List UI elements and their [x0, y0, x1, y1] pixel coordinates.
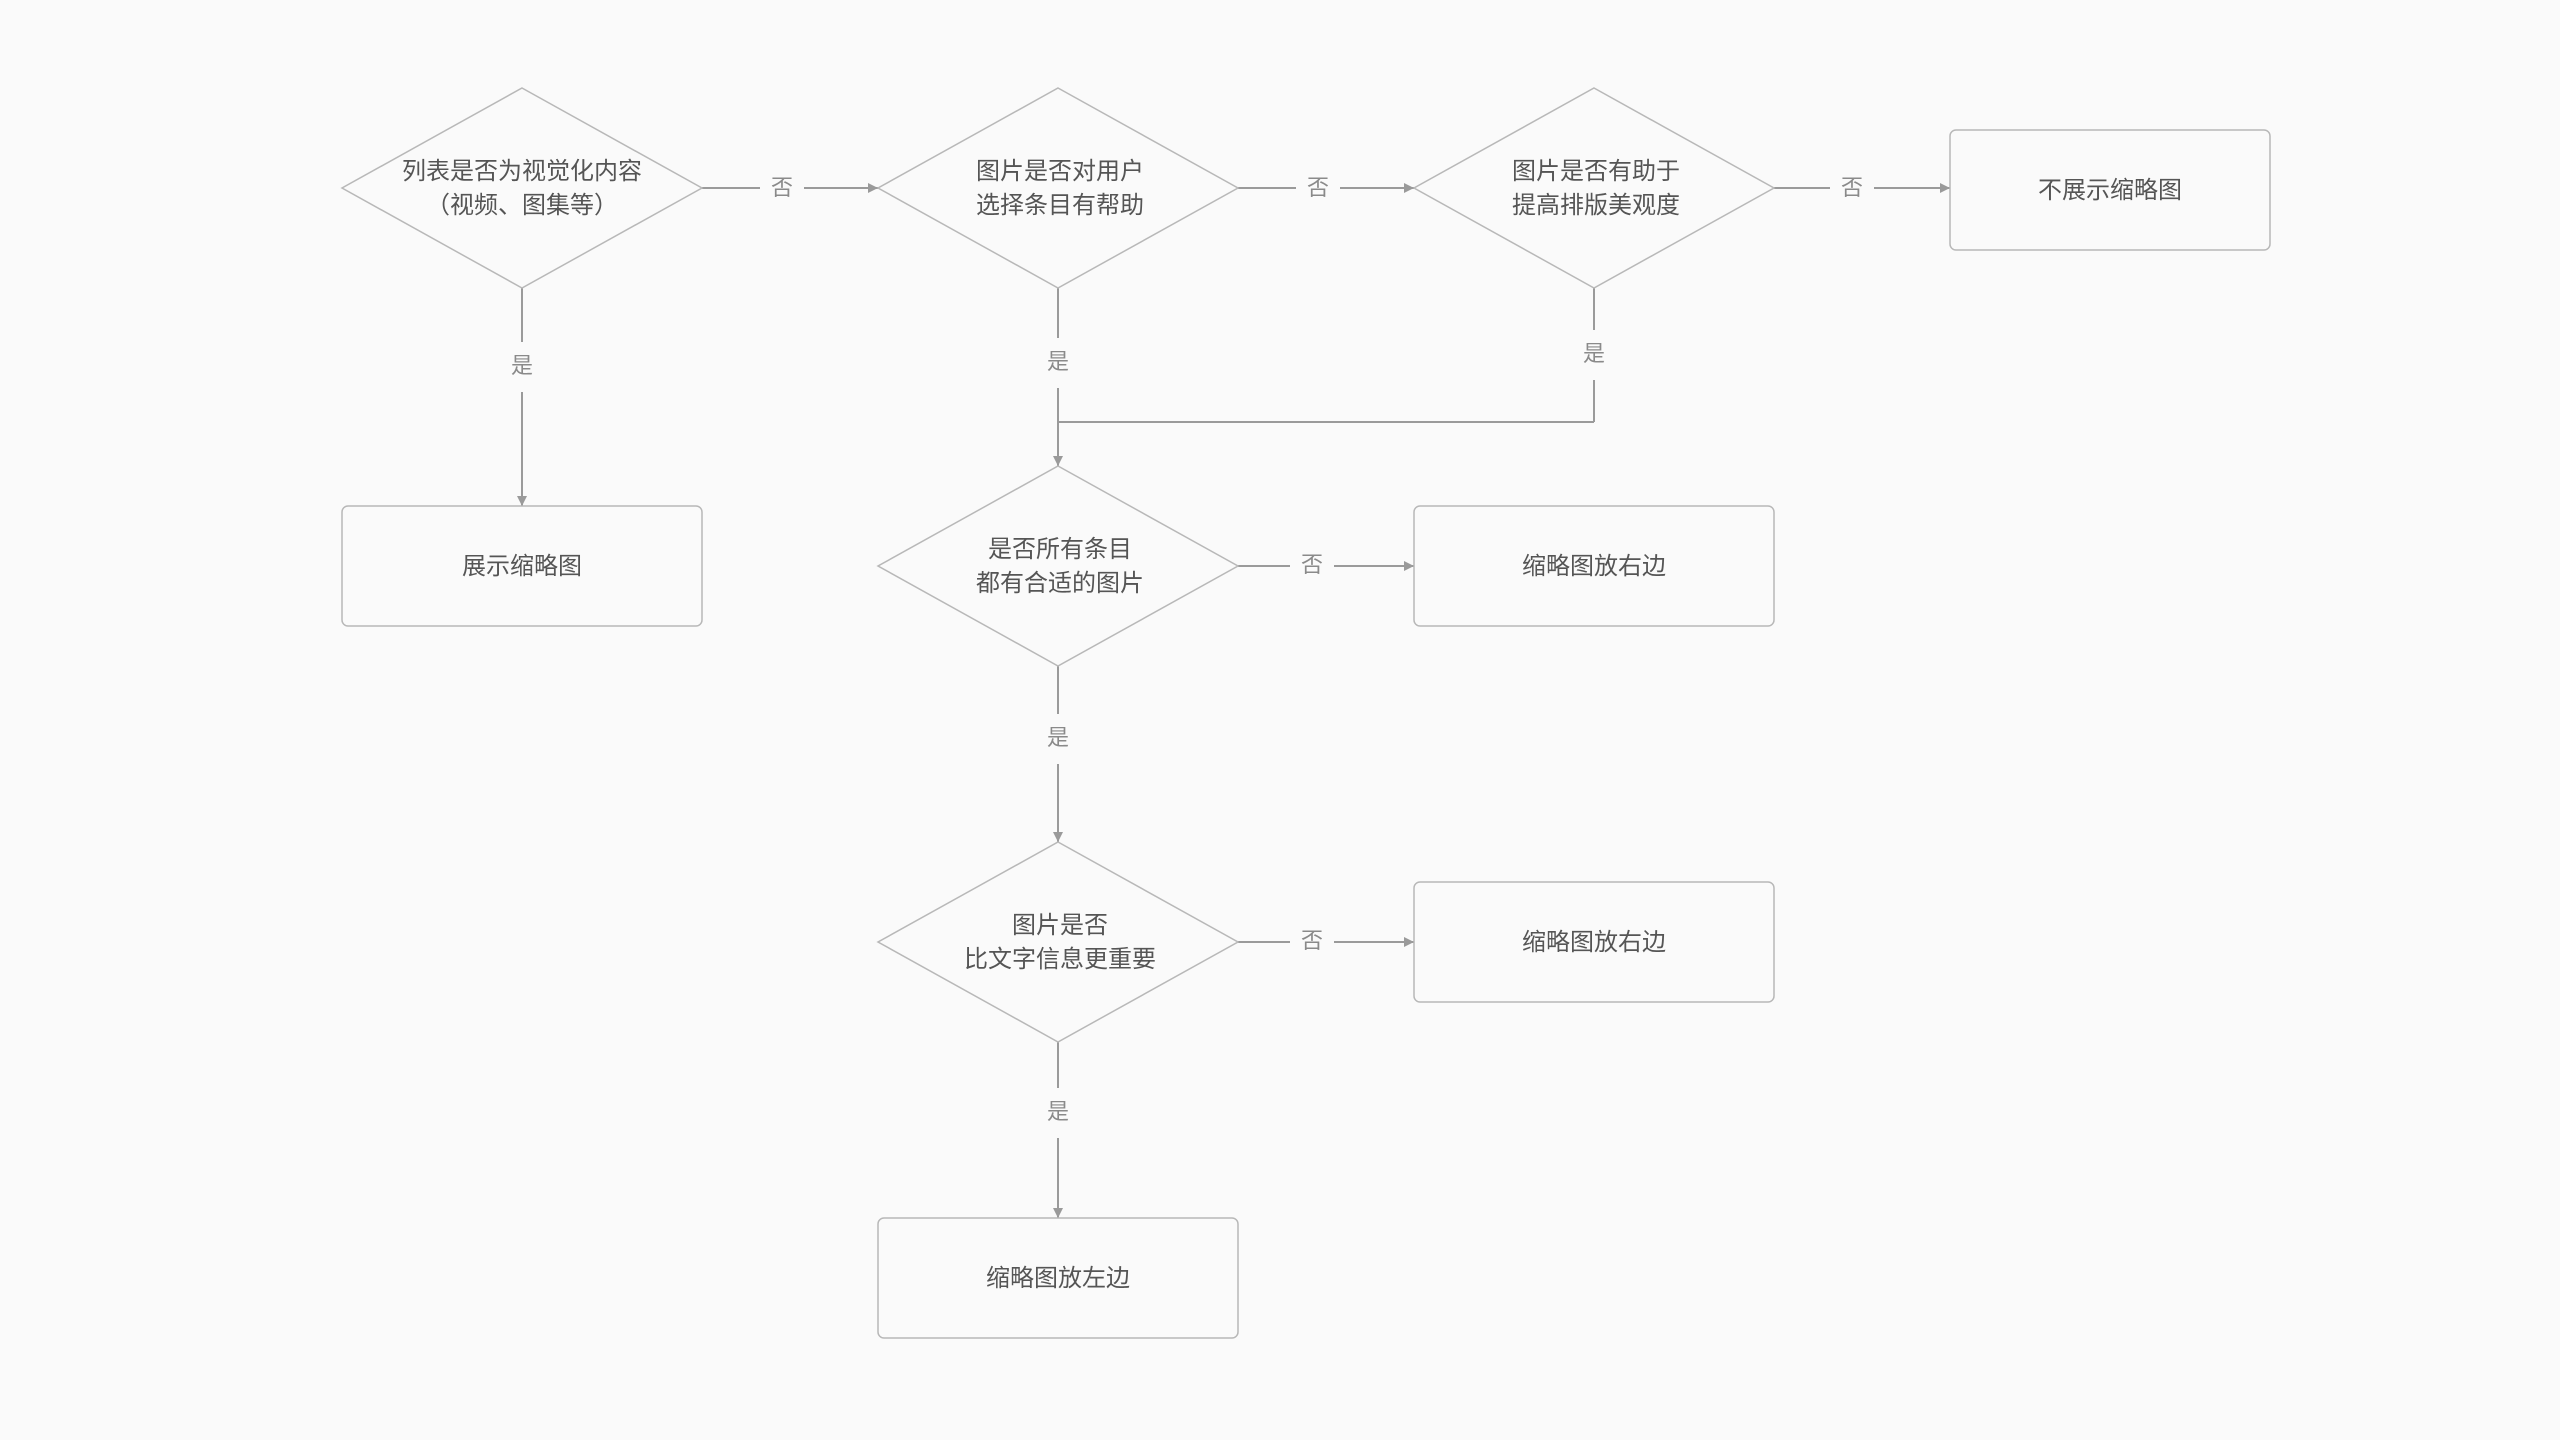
edge-label-yes: 是: [1582, 342, 1605, 367]
edge-label-no: 否: [770, 176, 793, 201]
decision-image-helps-selection-shape: [876, 87, 1240, 289]
result-thumbnail-right-shape: [1413, 505, 1775, 627]
edge-label-no: 否: [1300, 553, 1323, 578]
edge-label-no: 否: [1300, 929, 1323, 954]
result-no-thumbnail-shape: [1949, 129, 2271, 251]
result-thumbnail-right-shape: [1413, 881, 1775, 1003]
result-thumbnail-right-label: 缩略图放右边: [1522, 928, 1666, 956]
decision-image-helps-selection-label: 图片是否对用户 选择条目有帮助: [976, 157, 1144, 219]
edge-label-yes: 是: [1046, 1100, 1069, 1125]
result-thumbnail-right-label: 缩略图放右边: [1522, 552, 1666, 580]
decision-all-items-have-image-label: 是否所有条目 都有合适的图片: [976, 535, 1144, 597]
decision-image-more-important-label: 图片是否 比文字信息更重要: [964, 911, 1156, 973]
result-thumbnail-left-shape: [877, 1217, 1239, 1339]
edge-label-yes: 是: [1046, 350, 1069, 375]
edge-label-no: 否: [1840, 176, 1863, 201]
decision-visual-content-shape: [340, 87, 704, 289]
result-show-thumbnail-label: 展示缩略图: [462, 552, 582, 580]
decision-visual-content-label: 列表是否为视觉化内容 （视频、图集等）: [402, 157, 642, 219]
edge-label-yes: 是: [510, 354, 533, 379]
edge-label-no: 否: [1306, 176, 1329, 201]
result-thumbnail-left-label: 缩略图放左边: [986, 1264, 1130, 1292]
result-no-thumbnail-label: 不展示缩略图: [2038, 176, 2182, 204]
decision-image-more-important-shape: [876, 841, 1240, 1043]
decision-image-aesthetics-shape: [1412, 87, 1776, 289]
decision-image-aesthetics-label: 图片是否有助于 提高排版美观度: [1512, 157, 1680, 219]
decision-all-items-have-image-shape: [876, 465, 1240, 667]
edge-label-yes: 是: [1046, 726, 1069, 751]
result-show-thumbnail-shape: [341, 505, 703, 627]
